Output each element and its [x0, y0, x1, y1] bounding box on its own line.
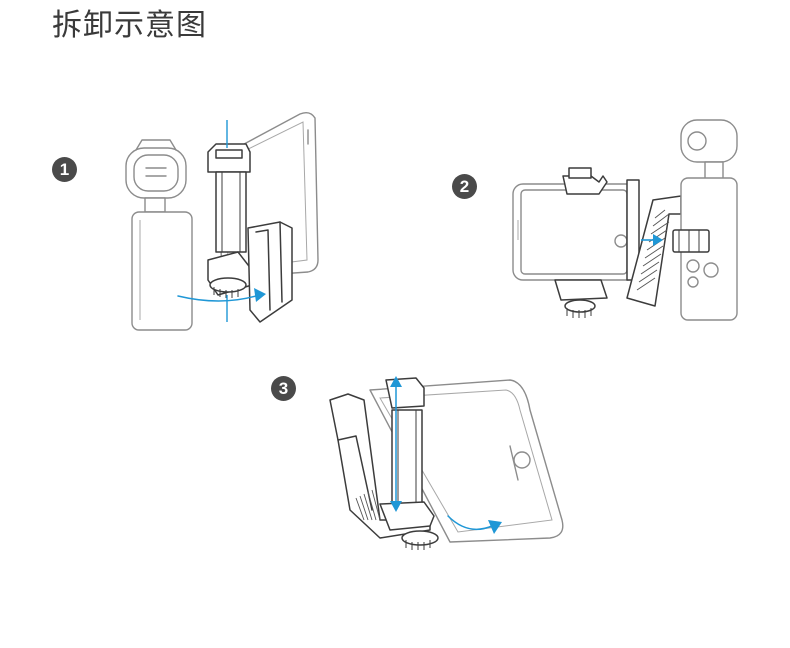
mount-bracket — [247, 221, 293, 323]
rotate-arrow-icon — [447, 515, 502, 534]
step-3-illustration — [329, 376, 564, 550]
phone-holder — [329, 377, 439, 550]
step-badge-3: 3 — [271, 376, 296, 401]
extend-arrow-icon — [390, 376, 402, 512]
step-number: 1 — [59, 159, 70, 179]
attach-arrow-icon — [641, 234, 663, 246]
gimbal — [672, 119, 738, 321]
phone-clamp — [207, 143, 253, 298]
phone — [512, 183, 638, 281]
step-number: 2 — [459, 176, 470, 196]
step-badge-2: 2 — [452, 174, 477, 199]
page-title: 拆卸示意图 — [52, 8, 207, 43]
step-1-illustration — [125, 111, 319, 331]
step-badge-1: 1 — [52, 157, 77, 182]
detach-arrow-icon — [177, 288, 266, 302]
gimbal-handle — [131, 211, 193, 331]
step-number: 3 — [278, 378, 289, 398]
gimbal-camera — [125, 139, 187, 213]
step-2-illustration — [512, 119, 738, 321]
